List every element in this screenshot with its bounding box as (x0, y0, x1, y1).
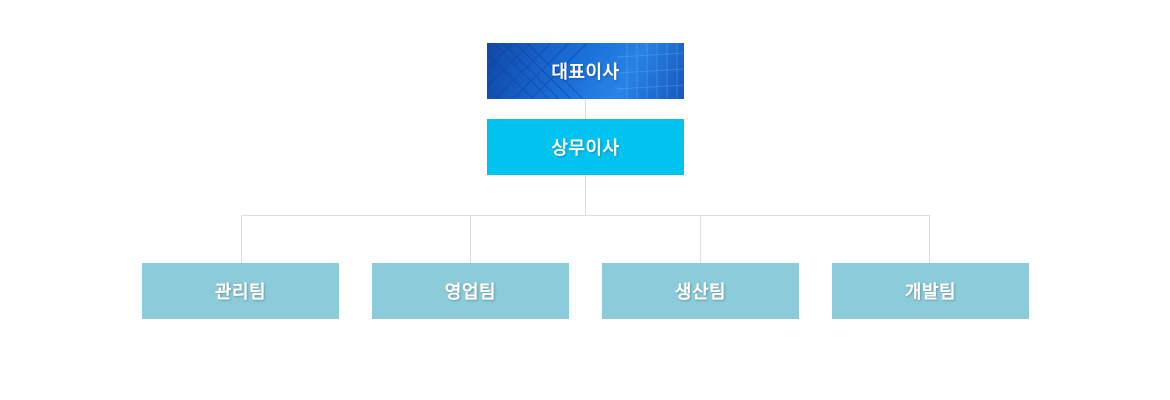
ceo-box: 대표이사 (487, 43, 684, 99)
connector-team-drop (700, 215, 701, 263)
team-label: 관리팀 (214, 282, 267, 303)
team-box-sales: 영업팀 (372, 263, 569, 319)
team-label: 영업팀 (444, 282, 497, 303)
connector-team-drop (241, 215, 242, 263)
executive-label: 상무이사 (551, 138, 620, 159)
team-label: 생산팀 (674, 282, 727, 303)
ceo-label: 대표이사 (551, 62, 620, 83)
team-box-management: 관리팀 (142, 263, 339, 319)
executive-box: 상무이사 (487, 119, 684, 175)
connector-ceo-executive (585, 99, 586, 119)
team-box-production: 생산팀 (602, 263, 799, 319)
connector-team-bus (241, 215, 930, 216)
connector-team-drop (470, 215, 471, 263)
building-glass-texture (487, 43, 684, 99)
team-label: 개발팀 (904, 282, 957, 303)
connector-team-drop (929, 215, 930, 263)
connector-executive-branch (585, 175, 586, 215)
team-box-development: 개발팀 (832, 263, 1029, 319)
